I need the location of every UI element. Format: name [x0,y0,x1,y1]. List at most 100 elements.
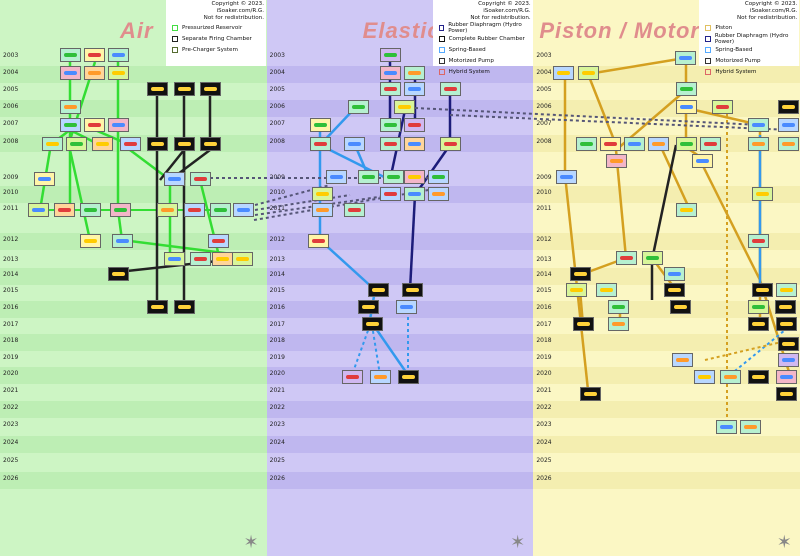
blaster-thumbnail[interactable] [402,283,423,297]
blaster-thumbnail[interactable] [34,172,55,186]
blaster-thumbnail[interactable] [676,137,697,151]
blaster-thumbnail[interactable] [394,100,415,114]
blaster-thumbnail[interactable] [380,118,401,132]
blaster-thumbnail[interactable] [752,187,773,201]
blaster-thumbnail[interactable] [776,283,797,297]
blaster-thumbnail[interactable] [344,203,365,217]
blaster-thumbnail[interactable] [648,137,669,151]
blaster-thumbnail[interactable] [84,118,105,132]
blaster-thumbnail[interactable] [362,317,383,331]
blaster-thumbnail[interactable] [200,82,221,96]
blaster-thumbnail[interactable] [570,267,591,281]
blaster-thumbnail[interactable] [92,137,113,151]
blaster-thumbnail[interactable] [380,187,401,201]
blaster-thumbnail[interactable] [580,387,601,401]
blaster-thumbnail[interactable] [380,48,401,62]
blaster-thumbnail[interactable] [396,300,417,314]
blaster-thumbnail[interactable] [210,203,231,217]
blaster-thumbnail[interactable] [60,66,81,80]
blaster-thumbnail[interactable] [748,317,769,331]
blaster-thumbnail[interactable] [174,137,195,151]
blaster-thumbnail[interactable] [358,300,379,314]
blaster-thumbnail[interactable] [440,82,461,96]
blaster-thumbnail[interactable] [778,337,799,351]
blaster-thumbnail[interactable] [147,82,168,96]
blaster-thumbnail[interactable] [748,370,769,384]
blaster-thumbnail[interactable] [84,66,105,80]
blaster-thumbnail[interactable] [312,187,333,201]
blaster-thumbnail[interactable] [54,203,75,217]
blaster-thumbnail[interactable] [232,252,253,266]
blaster-thumbnail[interactable] [208,234,229,248]
blaster-thumbnail[interactable] [398,370,419,384]
blaster-thumbnail[interactable] [120,137,141,151]
blaster-thumbnail[interactable] [672,353,693,367]
blaster-thumbnail[interactable] [147,137,168,151]
blaster-thumbnail[interactable] [312,203,333,217]
blaster-thumbnail[interactable] [310,137,331,151]
blaster-thumbnail[interactable] [370,370,391,384]
blaster-thumbnail[interactable] [428,170,449,184]
blaster-thumbnail[interactable] [404,82,425,96]
blaster-thumbnail[interactable] [642,251,663,265]
blaster-thumbnail[interactable] [404,170,425,184]
blaster-thumbnail[interactable] [676,203,697,217]
blaster-thumbnail[interactable] [108,267,129,281]
blaster-thumbnail[interactable] [720,370,741,384]
blaster-thumbnail[interactable] [596,283,617,297]
blaster-thumbnail[interactable] [344,137,365,151]
blaster-thumbnail[interactable] [428,187,449,201]
blaster-thumbnail[interactable] [190,172,211,186]
blaster-thumbnail[interactable] [778,100,799,114]
blaster-thumbnail[interactable] [108,66,129,80]
blaster-thumbnail[interactable] [712,100,733,114]
blaster-thumbnail[interactable] [383,170,404,184]
blaster-thumbnail[interactable] [348,100,369,114]
blaster-thumbnail[interactable] [624,137,645,151]
blaster-thumbnail[interactable] [692,154,713,168]
blaster-thumbnail[interactable] [358,170,379,184]
blaster-thumbnail[interactable] [600,137,621,151]
blaster-thumbnail[interactable] [380,82,401,96]
blaster-thumbnail[interactable] [716,420,737,434]
blaster-thumbnail[interactable] [775,300,796,314]
blaster-thumbnail[interactable] [164,252,185,266]
blaster-thumbnail[interactable] [310,118,331,132]
blaster-thumbnail[interactable] [675,51,696,65]
blaster-thumbnail[interactable] [694,370,715,384]
blaster-thumbnail[interactable] [308,234,329,248]
blaster-thumbnail[interactable] [606,154,627,168]
blaster-thumbnail[interactable] [608,317,629,331]
blaster-thumbnail[interactable] [752,283,773,297]
blaster-thumbnail[interactable] [778,353,799,367]
blaster-thumbnail[interactable] [700,137,721,151]
blaster-thumbnail[interactable] [174,82,195,96]
blaster-thumbnail[interactable] [566,283,587,297]
blaster-thumbnail[interactable] [578,66,599,80]
blaster-thumbnail[interactable] [616,251,637,265]
blaster-thumbnail[interactable] [212,252,233,266]
blaster-thumbnail[interactable] [778,118,799,132]
blaster-thumbnail[interactable] [60,100,81,114]
blaster-thumbnail[interactable] [66,137,87,151]
blaster-thumbnail[interactable] [233,203,254,217]
blaster-thumbnail[interactable] [174,300,195,314]
blaster-thumbnail[interactable] [60,118,81,132]
blaster-thumbnail[interactable] [404,66,425,80]
blaster-thumbnail[interactable] [440,137,461,151]
blaster-thumbnail[interactable] [157,203,178,217]
blaster-thumbnail[interactable] [608,300,629,314]
blaster-thumbnail[interactable] [342,370,363,384]
blaster-thumbnail[interactable] [748,300,769,314]
blaster-thumbnail[interactable] [112,234,133,248]
blaster-thumbnail[interactable] [676,82,697,96]
blaster-thumbnail[interactable] [190,252,211,266]
blaster-thumbnail[interactable] [553,66,574,80]
blaster-thumbnail[interactable] [676,100,697,114]
blaster-thumbnail[interactable] [108,48,129,62]
blaster-thumbnail[interactable] [776,370,797,384]
blaster-thumbnail[interactable] [664,267,685,281]
blaster-thumbnail[interactable] [404,137,425,151]
blaster-thumbnail[interactable] [556,170,577,184]
blaster-thumbnail[interactable] [748,118,769,132]
